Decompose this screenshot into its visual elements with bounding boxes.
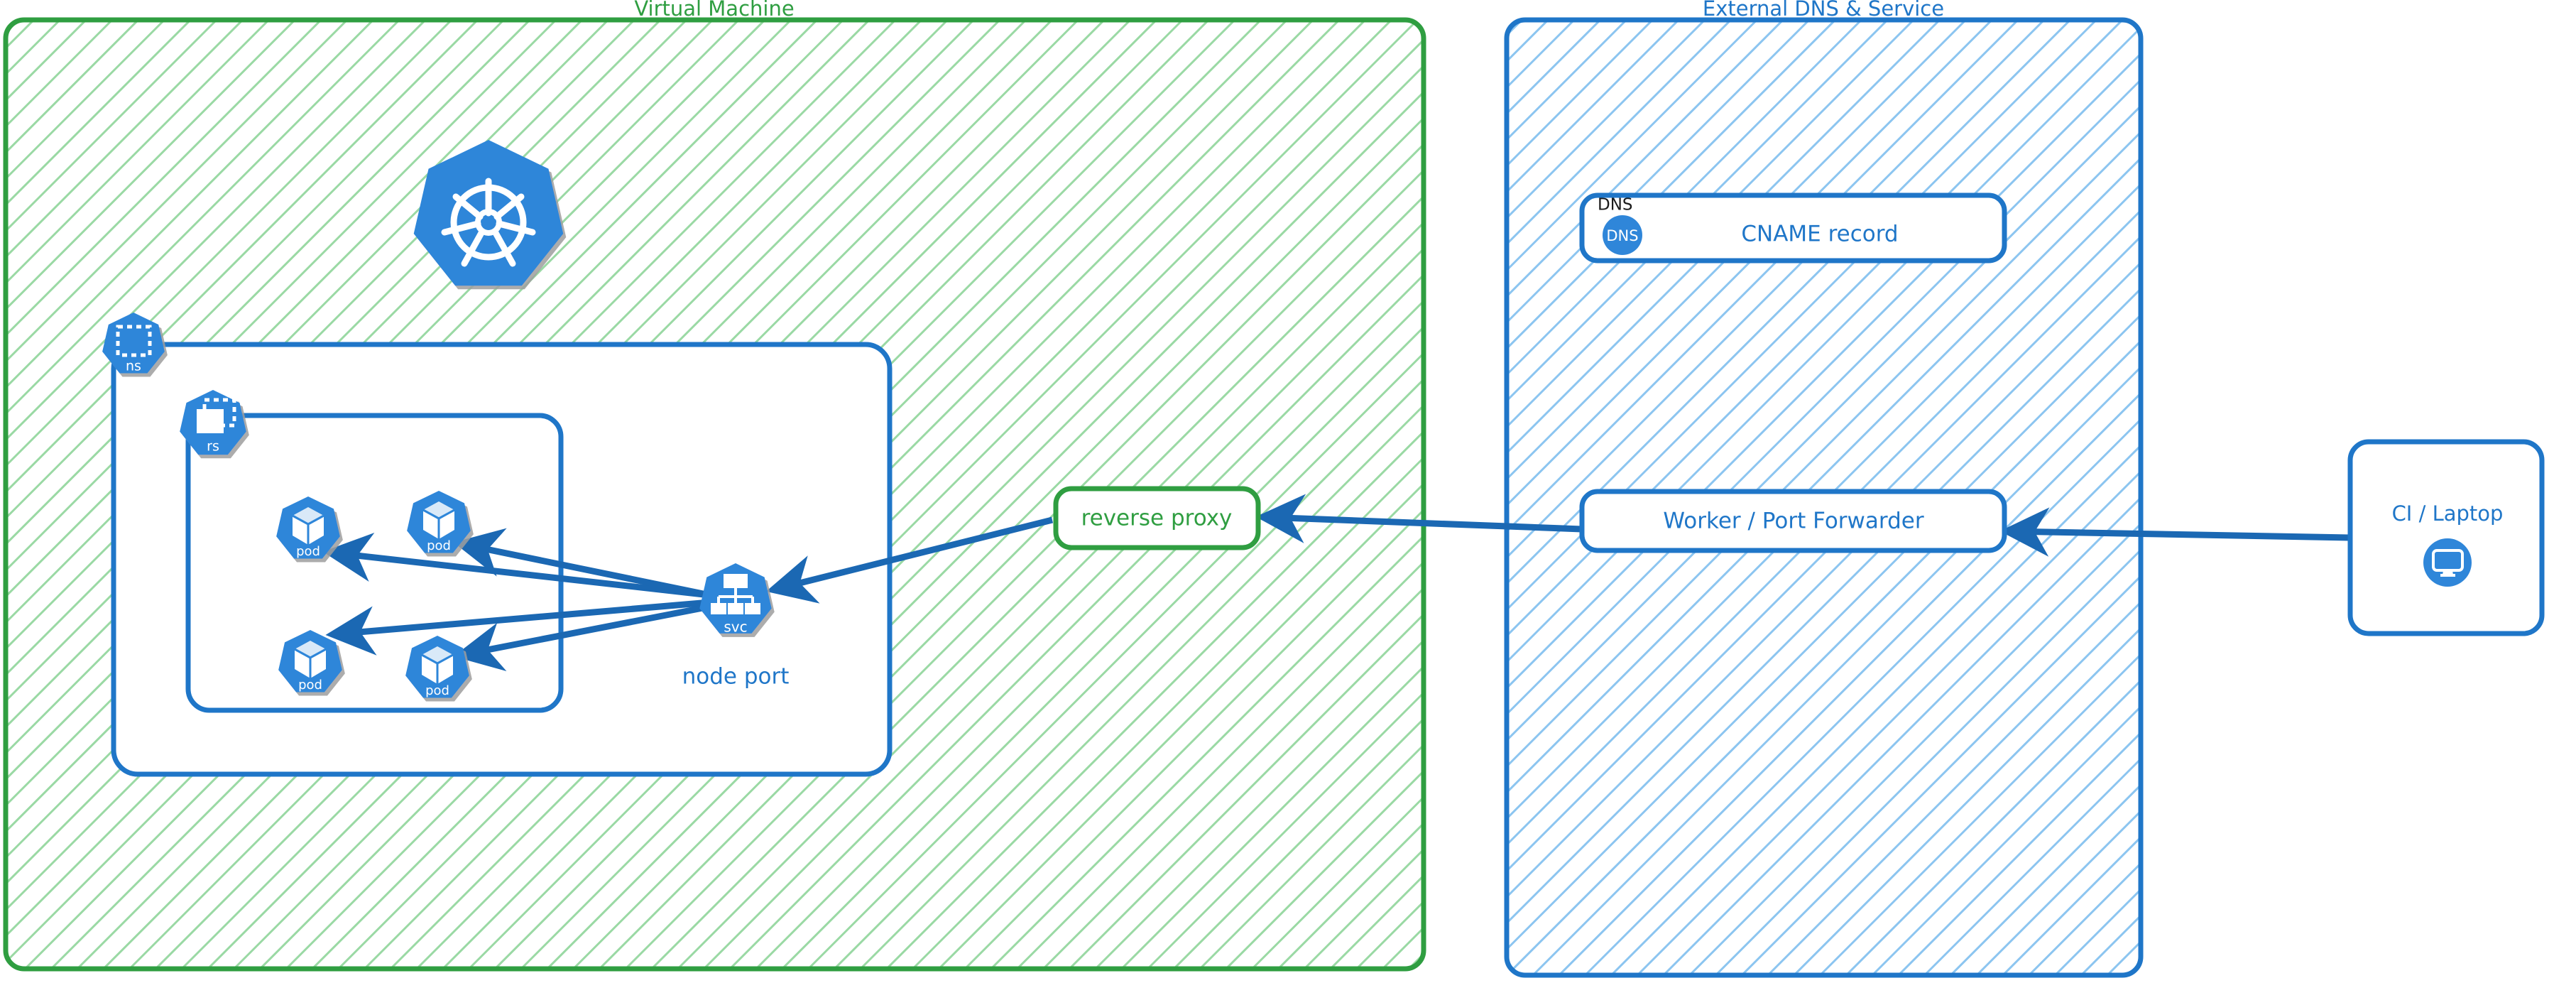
reverse-proxy-box[interactable] [1053,486,1261,550]
dns-group-label: DNS [1598,196,1633,214]
edge-client-to-worker [1999,507,2352,557]
pod-icon-label: pod [298,678,322,693]
pod-icon-4: pod [405,636,469,698]
pod-icon-1: pod [276,496,340,559]
namespace-icon-label: ns [126,359,141,374]
service-tree-glyph [711,574,760,614]
client-node[interactable]: CI / Laptop [2347,439,2545,636]
dns-card-box[interactable] [1579,192,2007,264]
namespace-icon: ns [102,313,165,374]
edges-service-to-pods [322,528,711,672]
external-dns-title: External DNS & Service [1703,0,1944,21]
monitor-icon [2423,538,2472,587]
worker-node[interactable]: Worker / Port Forwarder [1579,489,2007,553]
pod-cube-glyph [294,641,327,678]
client-box[interactable] [2347,439,2545,636]
dns-badge-label: DNS [1606,227,1638,244]
pod-icon-3: pod [278,630,342,693]
pod-icon-label: pod [425,683,449,698]
edge-svc-to-pod-4 [453,603,711,672]
worker-label: Worker / Port Forwarder [1663,509,1923,534]
pod-icon-2: pod [407,491,471,553]
pod-cube-glyph [422,501,455,539]
pod-icon-label: pod [296,544,320,559]
namespace-glyph [116,325,152,357]
group-external-dns-service: External DNS & Service [1504,0,2144,978]
dns-card-title: CNAME record [1741,222,1898,247]
worker-box[interactable] [1579,489,2007,553]
replicaset-icon: rs [180,390,246,455]
edge-worker-to-reverse-proxy [1255,494,1583,543]
edge-svc-to-pod-1 [322,532,711,599]
service-icon-label: svc [724,619,747,636]
pod-cube-glyph [421,646,454,684]
dns-badge-icon [1603,215,1642,255]
pod-icon-label: pod [427,538,451,553]
reverse-proxy-label: reverse proxy [1081,506,1233,531]
node-port-caption: node port [682,664,790,690]
dns-card[interactable]: DNS DNS CNAME record [1579,192,2007,264]
kubernetes-logo-icon [413,140,564,286]
virtual-machine-title: Virtual Machine [634,0,794,21]
pod-cube-glyph [292,507,324,545]
reverse-proxy-node[interactable]: reverse proxy [1053,486,1261,550]
edge-svc-to-pod-3 [325,599,711,656]
replicaset-icon-label: rs [207,439,219,455]
edge-reverse-proxy-to-service [765,516,1054,604]
service-icon: svc [699,563,772,636]
replicaset-glyph [197,398,236,433]
edge-svc-to-pod-2 [453,528,711,599]
client-label: CI / Laptop [2392,501,2504,526]
replicaset-box [185,413,564,713]
